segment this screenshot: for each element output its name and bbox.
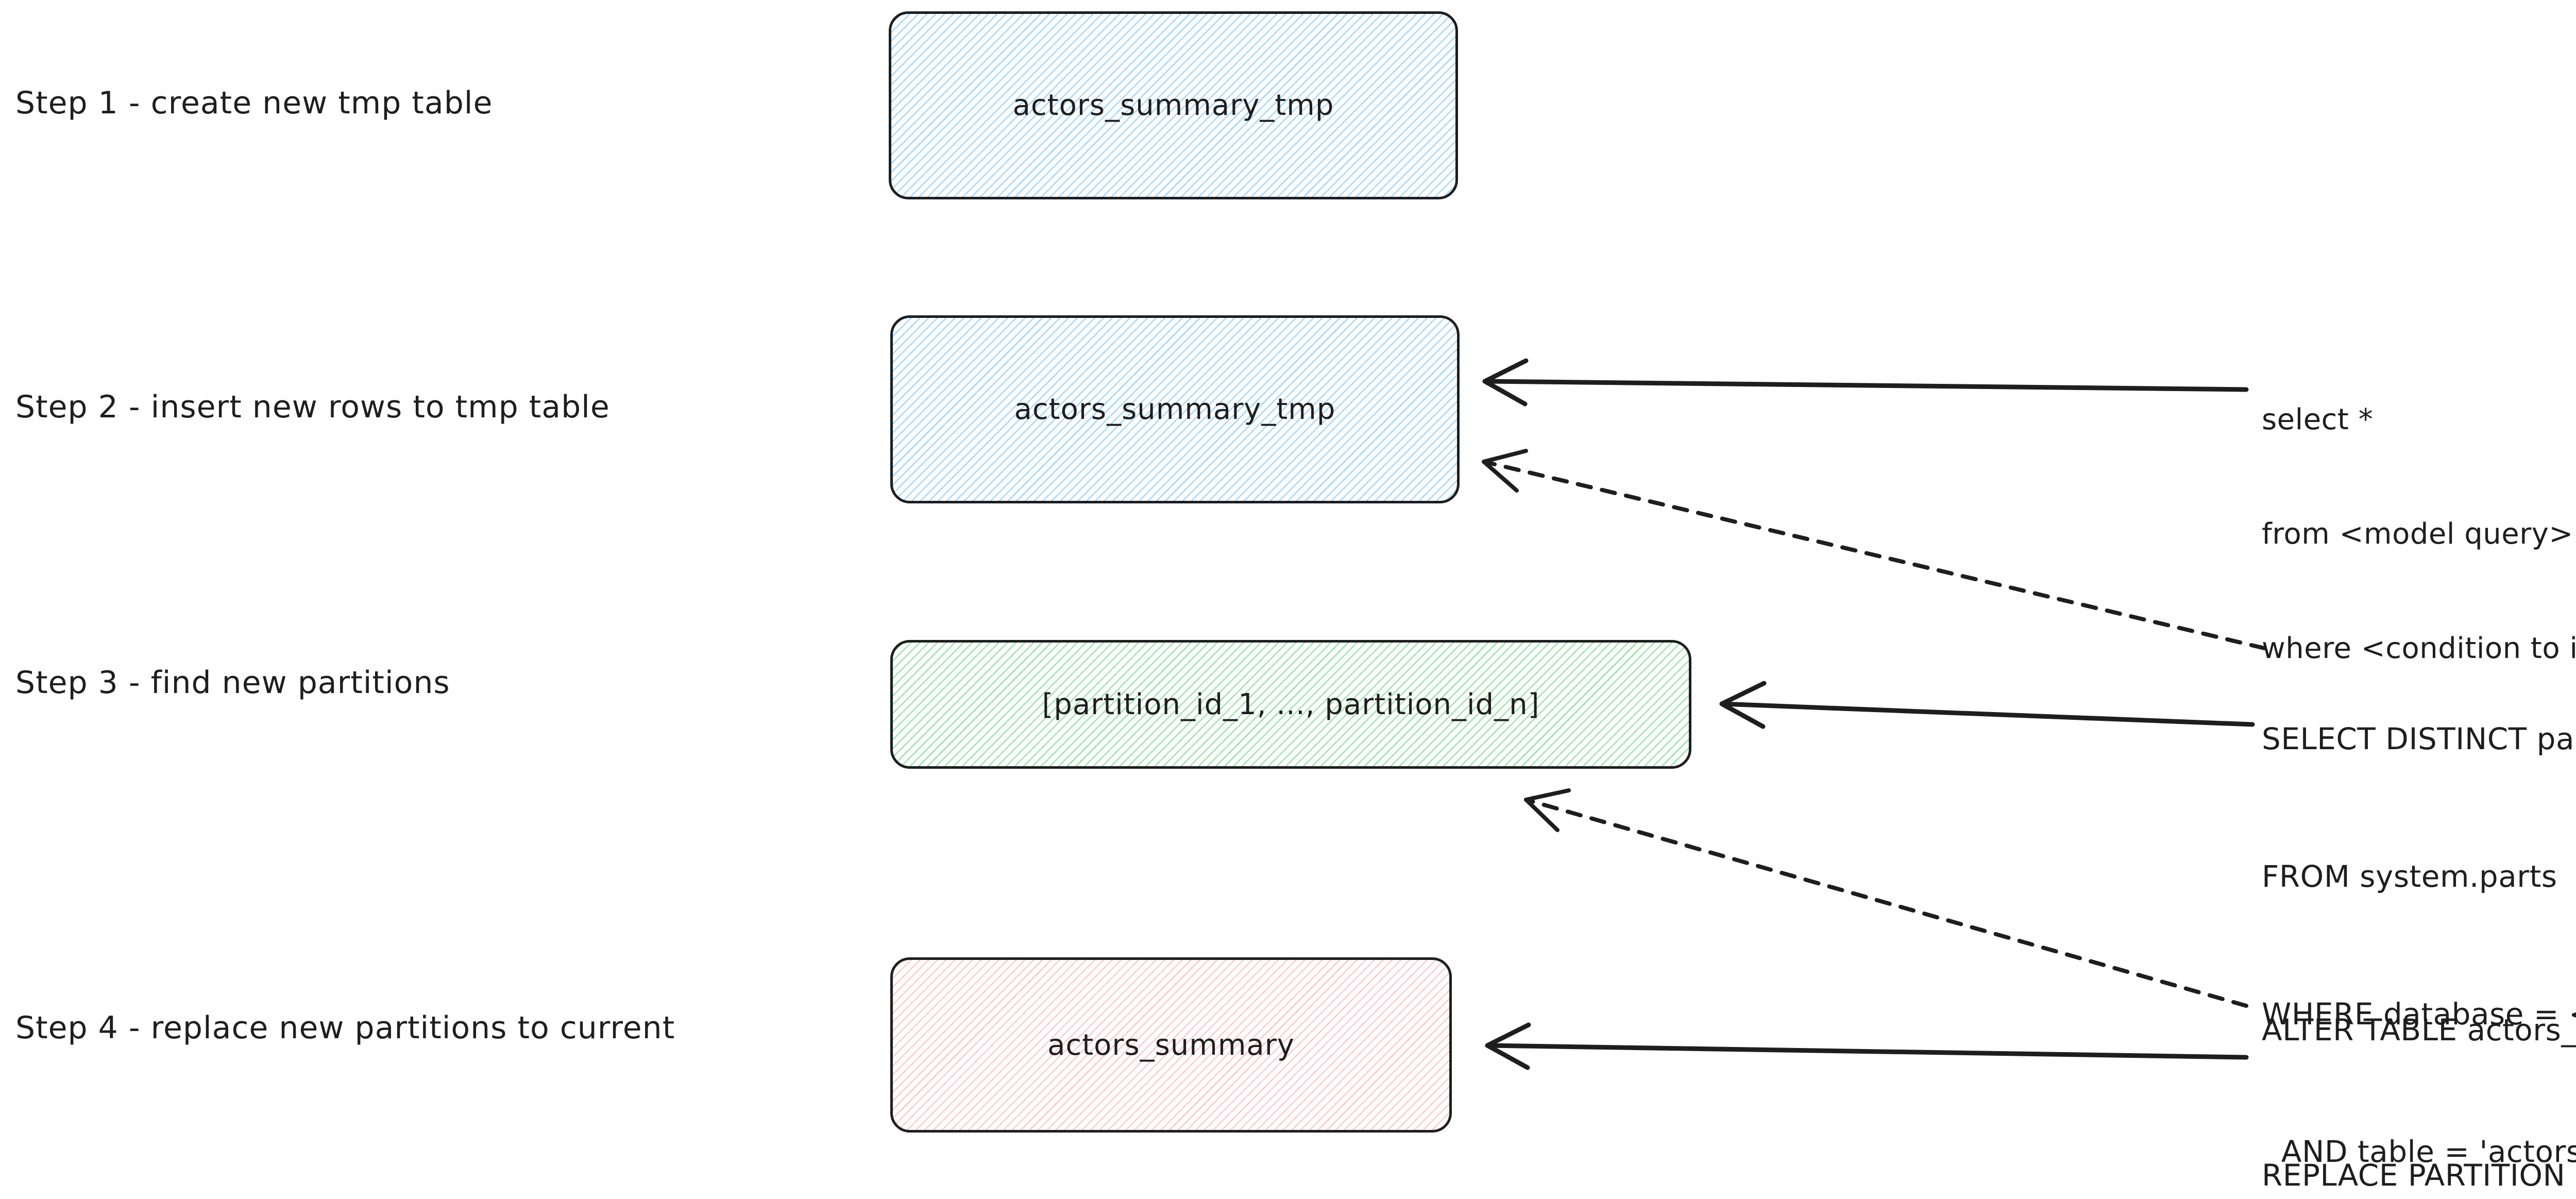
sql-line: AND table = 'actors_summary_tmp' bbox=[2281, 1134, 2576, 1169]
sql-line: select * bbox=[2262, 403, 2374, 436]
dashed-arrow-partitions-query-to-tmp-table-line bbox=[1482, 460, 2266, 650]
step-1-label: Step 1 - create new tmp table bbox=[15, 85, 493, 121]
sql-line: REPLACE PARTITION partition_id_1 bbox=[2262, 1158, 2576, 1193]
sql-line: ALTER TABLE actors_summary bbox=[2262, 1012, 2576, 1048]
arrow-insert-query-to-tmp-table bbox=[1482, 358, 2249, 407]
dashed-arrow-partitions-query-to-tmp-table-head bbox=[1482, 449, 1528, 493]
step-4-current-table-box-label: actors_summary bbox=[1047, 1028, 1295, 1062]
arrow-partitions-query-to-partition-list bbox=[1719, 681, 2255, 729]
step-2-tmp-table-box-label: actors_summary_tmp bbox=[1014, 393, 1336, 426]
replace-query-text: ALTER TABLE actors_summary REPLACE PARTI… bbox=[2262, 909, 2576, 1199]
insert-query-text: select * from <model query> where <condi… bbox=[2262, 325, 2576, 744]
sql-line: where <condition to identify new> bbox=[2262, 632, 2576, 665]
sql-line: from <model query> bbox=[2262, 517, 2573, 551]
step-3-partition-list-box: [partition_id_1, ..., partition_id_n] bbox=[890, 640, 1691, 769]
step-2-label: Step 2 - insert new rows to tmp table bbox=[15, 389, 610, 425]
sql-line: SELECT DISTINCT partition_id bbox=[2262, 721, 2576, 756]
step-2-tmp-table-box: actors_summary_tmp bbox=[890, 315, 1460, 503]
sql-line: WHERE database = <database> bbox=[2262, 997, 2576, 1032]
step-3-partition-list-box-label: [partition_id_1, ..., partition_id_n] bbox=[1042, 687, 1540, 721]
dashed-arrow-replace-query-to-partition-list-line bbox=[1524, 798, 2248, 1008]
step-1-tmp-table-box: actors_summary_tmp bbox=[889, 11, 1458, 199]
step-1-tmp-table-box-label: actors_summary_tmp bbox=[1012, 89, 1334, 122]
sql-line: FROM system.parts bbox=[2262, 859, 2557, 894]
step-4-label: Step 4 - replace new partitions to curre… bbox=[15, 1010, 675, 1046]
arrow-replace-query-to-current-table bbox=[1485, 1022, 2249, 1070]
dashed-arrow-replace-query-to-partition-list-head bbox=[1524, 788, 1571, 832]
step-3-label: Step 3 - find new partitions bbox=[15, 665, 450, 701]
partitions-query-text: SELECT DISTINCT partition_id FROM system… bbox=[2262, 624, 2576, 1199]
step-4-current-table-box: actors_summary bbox=[890, 957, 1452, 1133]
